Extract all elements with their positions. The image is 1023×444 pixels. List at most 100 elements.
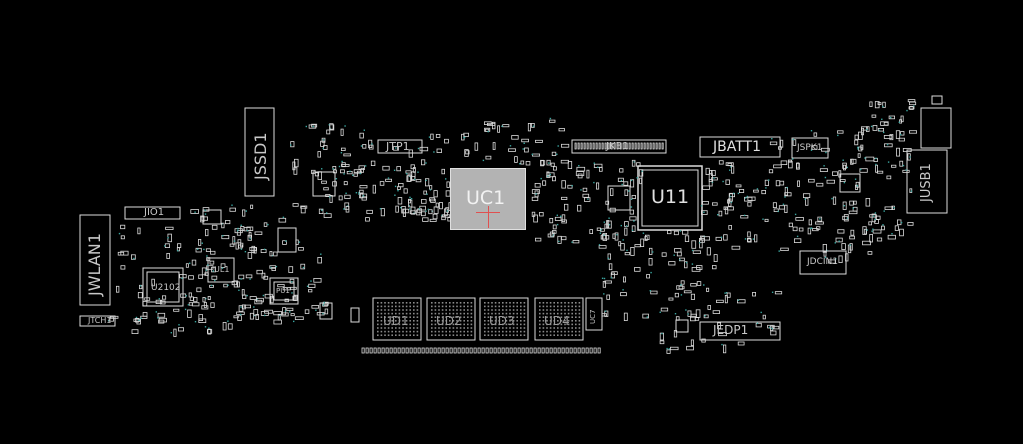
smd-pad [618,241,622,247]
smd-pad [255,313,259,320]
ball [402,327,404,329]
ball [459,309,462,311]
smd-pad [718,331,727,337]
ball [512,327,515,329]
via [345,192,347,194]
label-ud1: UD1 [383,314,409,328]
ball [391,320,393,322]
ball [398,309,401,311]
via [810,149,813,151]
via [834,242,836,244]
ball [452,334,455,336]
via [362,195,365,197]
via [270,266,272,269]
ball [502,316,504,318]
ball [456,327,458,329]
smd-pad [676,285,684,290]
smd-pad [835,237,843,243]
via [679,230,682,232]
smd-pad [702,185,710,190]
edge-pin [581,347,585,354]
edge-pin [501,347,505,354]
ball [542,316,545,318]
ball [520,334,522,336]
smd-pad [842,201,847,210]
ball [567,302,570,304]
edge-pin [457,347,461,354]
ball [395,320,397,322]
edge-pin [385,347,389,354]
ball [564,327,566,329]
smd-pad [318,208,324,215]
smd-pad [485,155,492,160]
via [913,105,915,107]
ball [578,323,581,326]
ball [484,334,486,336]
ball [539,316,541,318]
smd-pad [718,210,723,217]
via [187,304,190,306]
via [720,236,723,238]
via [909,156,911,158]
ball [384,305,386,308]
ball [502,302,504,304]
ball [575,316,577,318]
via [320,253,322,255]
ball [377,305,379,308]
edge-pin [413,347,417,354]
ball [578,309,581,311]
via [340,152,343,154]
ball [567,327,570,329]
via [417,147,420,150]
ball [520,316,522,318]
smd-pad [382,165,390,171]
ball [416,320,419,322]
smd-pad [249,247,258,251]
ball [395,323,397,326]
ball [557,305,559,308]
ball [502,305,504,308]
smd-pad [678,285,685,290]
smd-pad [860,144,864,150]
smd-pad [599,166,603,172]
smd-pad [792,139,797,146]
via [208,327,210,329]
ball [549,323,552,326]
ball [542,305,545,308]
ball [463,323,465,326]
smd-pad [608,263,613,271]
ball [564,320,566,322]
ball [402,312,404,315]
smd-pad [826,179,835,184]
smd-pad [245,274,253,279]
smd-pad [752,291,756,297]
smd-pad [558,128,565,132]
ball [494,309,497,311]
ball [578,334,581,336]
smd-pad [370,160,376,167]
via [601,277,604,279]
edge-pin [361,347,365,354]
smd-pad [221,234,230,240]
ball [413,327,415,329]
ball [391,309,393,311]
ball [387,302,390,304]
edge-pin [365,347,369,354]
ball [463,302,465,304]
via [810,130,813,132]
via [642,232,645,234]
smd-pad [474,142,479,151]
ball [553,302,555,304]
smd-pad [770,330,777,336]
ball [502,327,504,329]
smd-pad [849,235,855,240]
smd-pad [298,247,304,251]
smd-pad [725,162,734,166]
ud1-chip [372,297,422,341]
ball [578,312,581,315]
edge-pin [417,347,421,354]
smd-pad [422,217,429,222]
smd-pad [717,322,721,329]
ball [564,323,566,326]
via [792,158,794,160]
